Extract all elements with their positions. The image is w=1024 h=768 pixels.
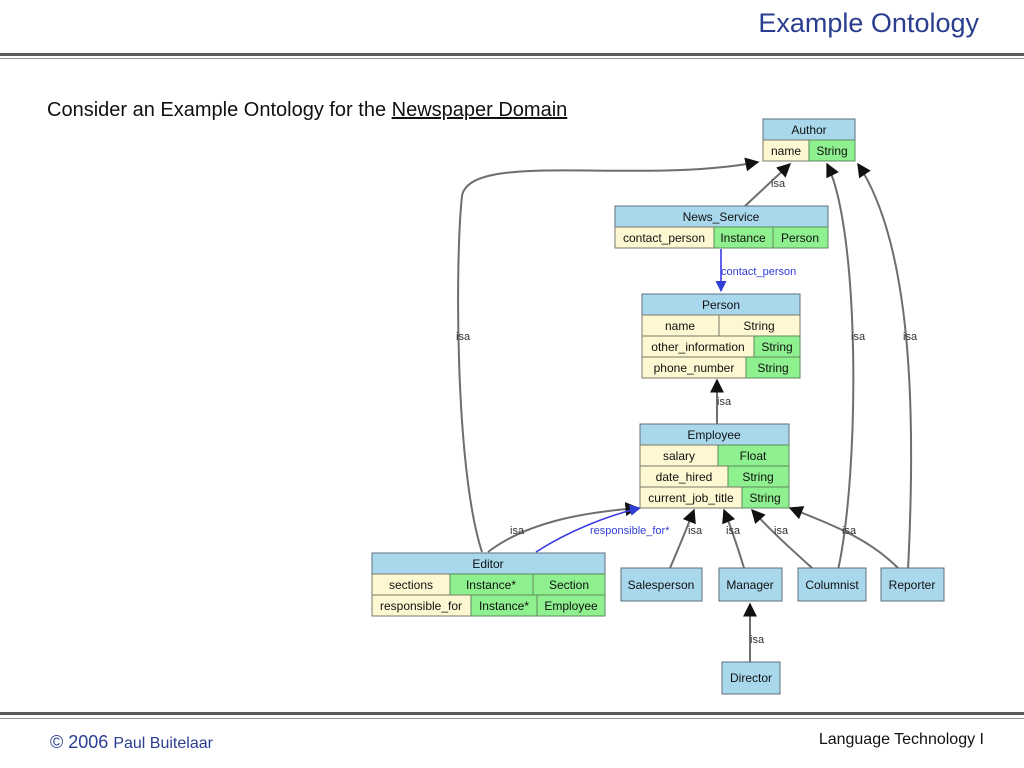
- class-columnist-title: Columnist: [805, 578, 859, 592]
- edge-label-isa: isa: [510, 525, 525, 537]
- copyright-year: © 2006: [50, 732, 109, 752]
- slot-type: String: [742, 470, 773, 484]
- slide-title: Example Ontology: [758, 8, 979, 38]
- class-reporter-title: Reporter: [889, 578, 936, 592]
- slot-range: Section: [549, 578, 589, 592]
- class-editor[interactable]: Editor sections Instance* Section respon…: [371, 552, 606, 617]
- slot-name: responsible_for: [380, 599, 462, 613]
- class-salesperson-title: Salesperson: [628, 578, 695, 592]
- class-columnist[interactable]: Columnist: [797, 567, 867, 602]
- class-news-service[interactable]: News_Service contact_person Instance Per…: [614, 205, 829, 249]
- class-director-title: Director: [730, 671, 772, 685]
- slot-name: salary: [663, 449, 695, 463]
- edge-isa-columnist-employee: [751, 508, 813, 569]
- edge-isa-reporter-author: [857, 162, 913, 571]
- slot-type: Instance: [720, 231, 766, 245]
- class-salesperson[interactable]: Salesperson: [620, 567, 703, 602]
- slot-type: String: [757, 361, 788, 375]
- edge-label-isa: isa: [771, 178, 786, 190]
- newspaper-domain-link[interactable]: Newspaper Domain: [391, 99, 568, 121]
- edge-label-isa: isa: [842, 525, 857, 537]
- edge-responsible-for: [535, 504, 642, 553]
- edge-isa-columnist-author: [826, 162, 855, 571]
- class-person[interactable]: Person name String other_information Str…: [641, 293, 801, 379]
- slot-name: other_information: [651, 340, 744, 354]
- slot-type: String: [816, 144, 847, 158]
- intro-sentence: Consider an Example Ontology for the: [47, 99, 387, 121]
- slot-type: String: [743, 319, 774, 333]
- edge-label-isa: isa: [688, 525, 703, 537]
- class-author[interactable]: Author name String: [762, 118, 856, 162]
- slot-name: name: [771, 144, 801, 158]
- slot-type: Float: [740, 449, 767, 463]
- edge-isa-editor-employee: [487, 502, 640, 553]
- class-director[interactable]: Director: [721, 661, 781, 695]
- edge-isa-reporter-employee: [788, 506, 899, 569]
- bottom-rule-thin: [0, 718, 1024, 719]
- slot-name: sections: [389, 578, 433, 592]
- class-reporter[interactable]: Reporter: [880, 567, 945, 602]
- edge-isa-salesperson-employee: [669, 508, 696, 569]
- slot-name: name: [665, 319, 695, 333]
- edge-isa-manager-employee: [722, 508, 745, 569]
- slot-type: Instance*: [466, 578, 516, 592]
- class-employee[interactable]: Employee salary Float date_hired String …: [639, 423, 790, 509]
- bottom-rule: [0, 712, 1024, 715]
- footer-copyright: © 2006 Paul Buitelaar: [50, 732, 213, 753]
- class-news-service-title: News_Service: [683, 210, 760, 224]
- edge-label-isa: isa: [774, 525, 789, 537]
- edge-label-isa: isa: [456, 331, 471, 343]
- edge-isa-editor-author: [457, 157, 760, 553]
- slot-type: String: [761, 340, 792, 354]
- class-manager-title: Manager: [726, 578, 773, 592]
- slot-range: Person: [781, 231, 819, 245]
- class-editor-title: Editor: [472, 557, 503, 571]
- class-author-title: Author: [791, 123, 826, 137]
- edge-label-isa: isa: [717, 396, 732, 408]
- intro-text: Consider an Example Ontology for the New…: [47, 99, 567, 122]
- slot-range: Employee: [544, 599, 598, 613]
- slot-type: String: [749, 491, 780, 505]
- top-rule: [0, 53, 1024, 56]
- edge-label-responsible-for: responsible_for*: [590, 525, 670, 537]
- author-name: Paul Buitelaar: [113, 735, 213, 752]
- edge-label-isa: isa: [750, 634, 765, 646]
- footer-course: Language Technology I: [818, 731, 984, 748]
- edge-label-isa: isa: [851, 331, 866, 343]
- edge-isa-news-service-author: [744, 163, 792, 207]
- slot-type: Instance*: [479, 599, 529, 613]
- top-rule-thin: [0, 58, 1024, 59]
- edge-label-isa: isa: [903, 331, 918, 343]
- slot-name: phone_number: [654, 361, 735, 375]
- slot-name: current_job_title: [648, 491, 734, 505]
- class-employee-title: Employee: [687, 428, 741, 442]
- slot-name: contact_person: [623, 231, 705, 245]
- edge-label-isa: isa: [726, 525, 741, 537]
- class-person-title: Person: [702, 298, 740, 312]
- slot-name: date_hired: [656, 470, 713, 484]
- class-manager[interactable]: Manager: [718, 567, 783, 602]
- edge-label-contact-person: contact_person: [721, 266, 796, 278]
